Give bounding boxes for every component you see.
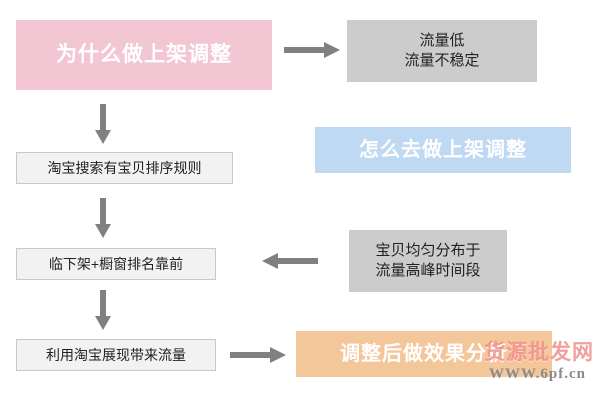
node-use-display-label: 利用淘宝展现带来流量 [46, 346, 186, 363]
node-use-display[interactable]: 利用淘宝展现带来流量 [16, 339, 216, 371]
node-after-effect-label: 调整后做效果分析 [340, 342, 508, 365]
node-low-traffic-line-1: 流量低 [419, 31, 465, 49]
arrow-distribution-to-window-icon [262, 253, 318, 269]
node-low-traffic-line-2: 流量不稳定 [404, 52, 480, 69]
node-taobao-rule[interactable]: 淘宝搜索有宝贝排序规则 [16, 152, 233, 184]
arrow-window-to-display-icon [95, 290, 111, 330]
arrow-why-to-lowtraffic-icon [284, 42, 340, 58]
node-window-rank-label: 临下架+橱窗排名靠前 [48, 255, 184, 272]
node-low-traffic[interactable]: 流量低 流量不稳定 [347, 20, 537, 82]
arrow-why-to-rule-icon [95, 104, 111, 144]
node-why-adjust[interactable]: 为什么做上架调整 [16, 20, 272, 90]
watermark-sub: WWW.6pf.cn [489, 366, 586, 382]
node-even-distribution-line-1: 宝贝均匀分布于 [375, 241, 481, 259]
node-after-effect[interactable]: 调整后做效果分析 [296, 331, 552, 377]
node-taobao-rule-label: 淘宝搜索有宝贝排序规则 [47, 159, 202, 176]
node-window-rank[interactable]: 临下架+橱窗排名靠前 [16, 248, 216, 280]
node-why-adjust-label: 为什么做上架调整 [56, 42, 232, 66]
node-how-adjust[interactable]: 怎么去做上架调整 [315, 127, 571, 173]
node-how-adjust-label: 怎么去做上架调整 [359, 138, 527, 161]
arrow-display-to-after-icon [230, 347, 286, 363]
node-even-distribution-line-2: 流量高峰时间段 [375, 262, 481, 279]
node-even-distribution[interactable]: 宝贝均匀分布于 流量高峰时间段 [349, 230, 507, 292]
watermark-main: 货源批发网 [484, 341, 594, 364]
arrow-rule-to-window-icon [95, 198, 111, 238]
